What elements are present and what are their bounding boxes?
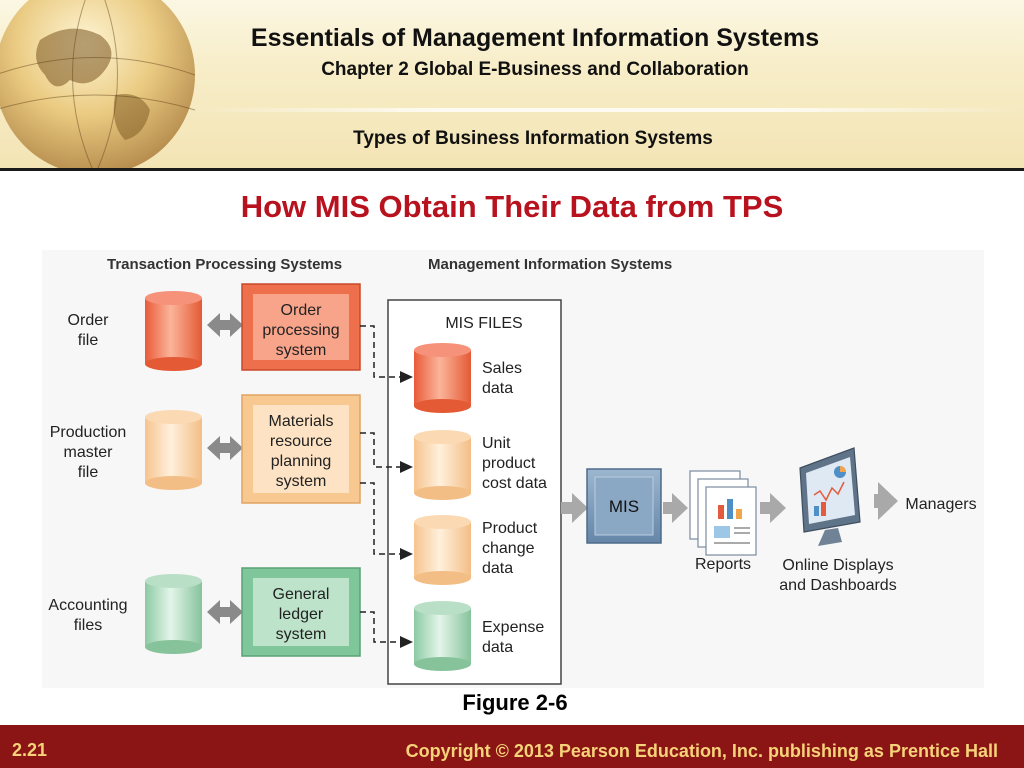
arrowhead-icon: [400, 548, 413, 560]
tps-system-label: Materials: [269, 413, 334, 430]
mis-file-cylinder: [414, 515, 471, 585]
arrowhead-icon: [400, 371, 413, 383]
mis-heading: Management Information Systems: [428, 256, 672, 273]
flow-arrow-icon: [760, 493, 786, 523]
tps-file-cylinder: [145, 574, 202, 654]
tps-file-label: file: [78, 332, 99, 349]
mis-file-label: data: [482, 380, 513, 397]
section-title: Types of Business Information Systems: [353, 128, 713, 149]
tps-file-cylinder: [145, 410, 202, 490]
tps-system-label: resource: [270, 433, 332, 450]
mis-file-label: Product: [482, 520, 538, 537]
double-arrow-icon: [207, 600, 243, 624]
mis-box: [586, 468, 662, 544]
tps-file-label: file: [78, 464, 99, 481]
tps-system-box: [241, 283, 361, 371]
reports-icon: [689, 470, 757, 556]
globe-icon: [0, 0, 196, 168]
chapter-title: Chapter 2 Global E-Business and Collabor…: [321, 59, 749, 80]
copyright-notice: Copyright © 2013 Pearson Education, Inc.…: [405, 741, 998, 761]
tps-file-label: Accounting: [48, 597, 127, 614]
tps-system-label: system: [276, 342, 327, 359]
slide-number: 2.21: [12, 740, 48, 760]
book-title: Essentials of Management Information Sys…: [250, 24, 820, 52]
figure-caption: Figure 2-6: [462, 690, 568, 715]
mis-file-cylinder: [414, 430, 471, 500]
header-divider: [0, 168, 1024, 171]
tps-system-label: planning: [271, 453, 332, 470]
tps-file-label: master: [64, 444, 114, 461]
mis-file-label: data: [482, 560, 513, 577]
mis-files-label: MIS FILES: [445, 315, 522, 332]
slide-title: How MIS Obtain Their Data from TPS: [240, 189, 784, 224]
mis-box-label: MIS: [609, 497, 639, 516]
tps-file-label: Production: [50, 424, 127, 441]
displays-label: Online Displays: [782, 557, 893, 574]
flow-arrow-icon: [663, 493, 688, 523]
tps-system-box: [241, 394, 361, 504]
displays-label: and Dashboards: [779, 577, 896, 594]
reports-label: Reports: [695, 556, 751, 573]
mis-file-label: data: [482, 639, 513, 656]
arrowhead-icon: [400, 461, 413, 473]
tps-heading: Transaction Processing Systems: [107, 256, 342, 273]
mis-file-cylinder: [414, 601, 471, 671]
dashed-connector: [360, 432, 402, 468]
tps-system-box: [241, 567, 361, 657]
double-arrow-icon: [207, 436, 243, 460]
arrowhead-icon: [400, 636, 413, 648]
mis-file-label: Expense: [482, 619, 544, 636]
monitor-icon: [799, 447, 861, 546]
mis-file-label: cost data: [482, 475, 547, 492]
tps-system-label: processing: [262, 322, 339, 339]
tps-system-label: system: [276, 626, 327, 643]
tps-system-label: system: [276, 473, 327, 490]
tps-file-label: Order: [68, 312, 110, 329]
flow-arrow-icon: [561, 493, 588, 523]
header-highlight-band: [190, 108, 1024, 112]
mis-file-label: Unit: [482, 435, 511, 452]
managers-label: Managers: [905, 496, 976, 513]
flow-arrow-icon: [874, 482, 898, 520]
tps-file-cylinder: [145, 291, 202, 371]
mis-file-label: Sales: [482, 360, 522, 377]
slide-footer: [0, 725, 1024, 768]
mis-tps-diagram: Transaction Processing Systems Managemen…: [42, 250, 984, 688]
mis-file-label: product: [482, 455, 536, 472]
mis-file-label: change: [482, 540, 535, 557]
mis-file-cylinder: [414, 343, 471, 413]
tps-system-label: Order: [281, 302, 323, 319]
double-arrow-icon: [207, 313, 243, 337]
tps-system-label: ledger: [279, 606, 324, 623]
tps-system-label: General: [273, 586, 330, 603]
tps-file-label: files: [74, 617, 102, 634]
